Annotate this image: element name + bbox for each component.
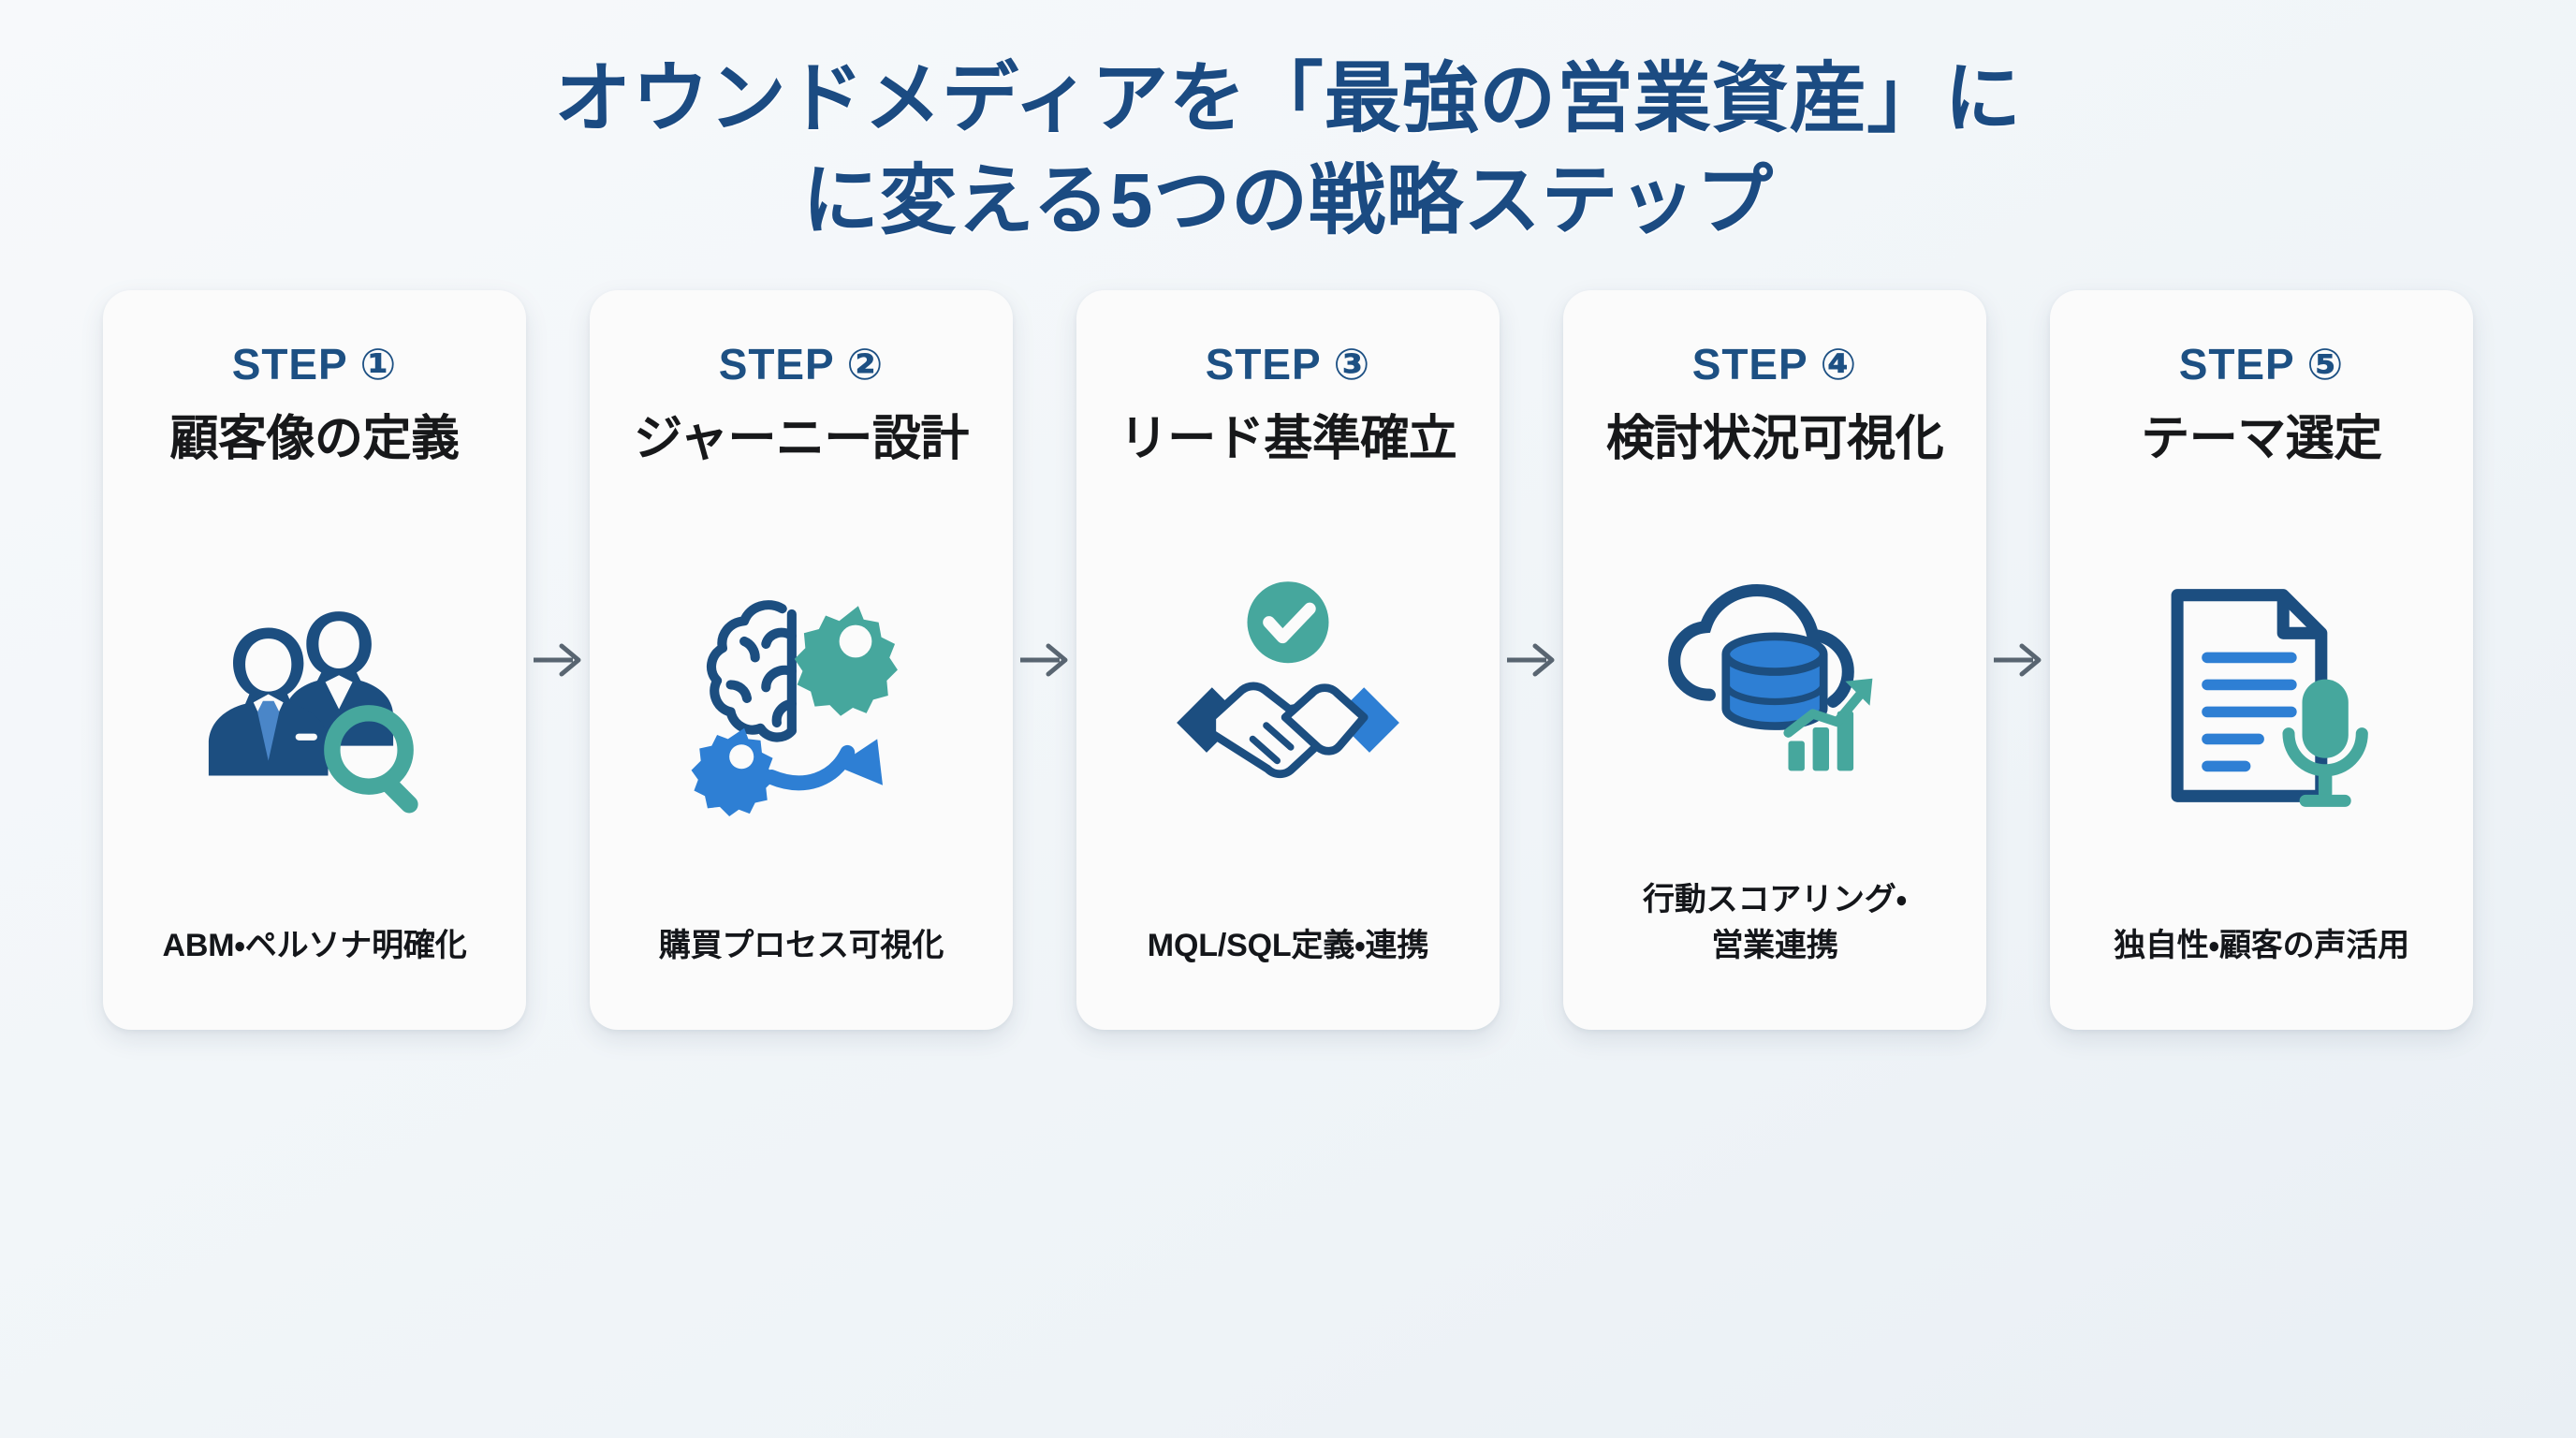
arrow-right-icon-3 [1500, 638, 1563, 682]
step-title-3: リード基準確立 [1119, 411, 1457, 466]
step-caption-2: 購買プロセス可視化 [658, 927, 944, 963]
step-caption-4: 行動スコアリング・ 営業連携 [1642, 882, 1908, 963]
step-card-2[interactable]: STEP ② ジャーニー設計 [590, 289, 1013, 1030]
document-microphone-icon [2067, 469, 2456, 923]
step-label-1: STEP ① [231, 339, 398, 389]
step-card-1[interactable]: STEP ① 顧客像の定義 [103, 289, 526, 1030]
cloud-database-chart-icon [1580, 469, 1969, 877]
title-line-1: オウンドメディアを「最強の営業資産」に [554, 56, 2022, 141]
step-label-4: STEP ④ [1691, 339, 1858, 389]
step-card-3[interactable]: STEP ③ リード基準確立 [1076, 289, 1500, 1030]
step-label-3: STEP ③ [1205, 339, 1371, 389]
brain-gears-icon [607, 469, 996, 923]
arrow-right-icon-2 [1013, 638, 1076, 682]
people-search-icon [120, 469, 509, 923]
handshake-check-icon [1093, 469, 1483, 923]
step-card-4[interactable]: STEP ④ 検討状況可視化 [1563, 289, 1986, 1030]
step-title-2: ジャーニー設計 [634, 411, 969, 466]
step-label-5: STEP ⑤ [2178, 339, 2345, 389]
step-caption-5: 独自性・顧客の声活用 [2114, 927, 2409, 963]
page-title: オウンドメディアを「最強の営業資産」に に変える5つの戦略ステップ [0, 51, 2576, 251]
step-title-5: テーマ選定 [2141, 411, 2382, 466]
arrow-right-icon-1 [526, 638, 590, 682]
step-title-1: 顧客像の定義 [169, 411, 460, 466]
arrow-right-icon-4 [1986, 638, 2050, 682]
step-caption-1: ABM・ペルソナ明確化 [162, 927, 467, 963]
step-label-2: STEP ② [718, 339, 885, 389]
step-title-4: 検討状況可視化 [1605, 411, 1944, 466]
step-card-5[interactable]: STEP ⑤ テーマ選定 [2050, 289, 2473, 1030]
steps-row: STEP ① 顧客像の定義 [103, 289, 2473, 1030]
step-caption-3: MQL/SQL定義・連携 [1147, 927, 1429, 963]
title-line-2: に変える5つの戦略ステップ [802, 157, 1774, 243]
